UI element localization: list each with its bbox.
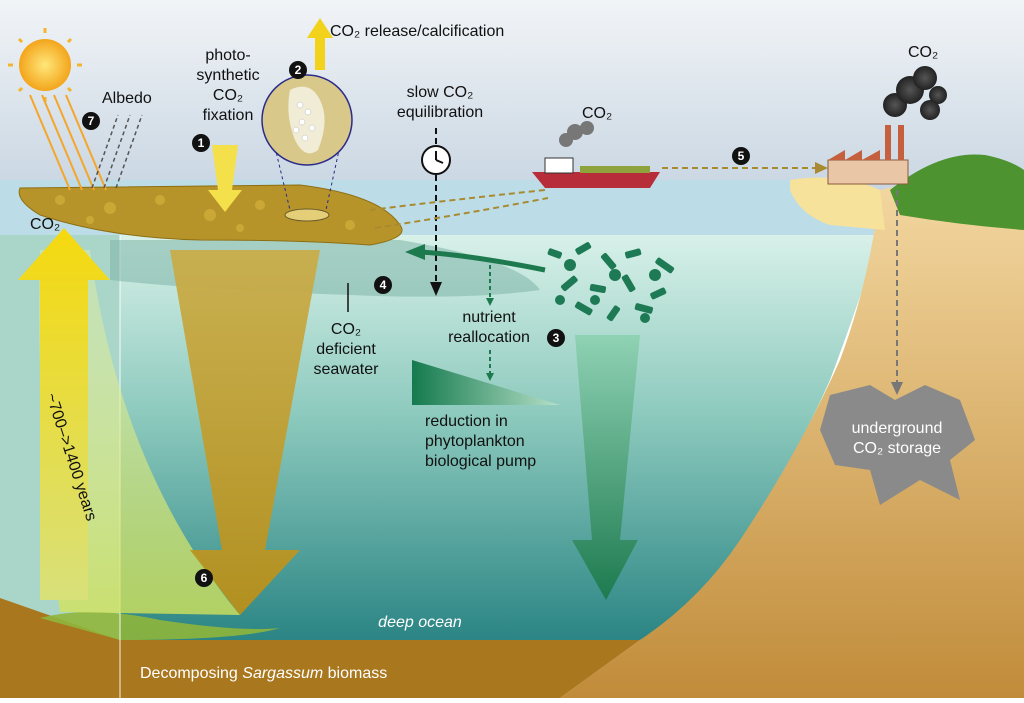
photosynthetic-label-2: synthetic	[196, 67, 259, 84]
ship-cargo	[580, 166, 650, 173]
reduction-label-3: biological pump	[425, 453, 536, 470]
nutrient-label-2: reallocation	[448, 329, 530, 346]
svg-text:4: 4	[380, 278, 387, 292]
zoom-line-left	[267, 117, 291, 211]
deficient-label-2: deficient	[316, 341, 376, 358]
storage-label-2: CO₂ storage	[853, 440, 941, 457]
svg-text:6: 6	[201, 571, 208, 585]
reduction-label-2: phytoplankton	[425, 433, 525, 450]
bottom-caption-prefix: Decomposing	[140, 665, 242, 682]
photosynthesis-arrow	[208, 145, 242, 212]
long-term-fan	[39, 250, 240, 615]
co2-return-arrow	[18, 228, 110, 600]
deficient-label-3: seawater	[314, 361, 380, 378]
factory-roof	[828, 150, 880, 160]
bottom-caption-species: Sargassum	[242, 665, 323, 682]
svg-text:2: 2	[295, 63, 302, 77]
photosynthetic-label-1: photo-	[205, 47, 250, 64]
calcifier-dots	[292, 101, 316, 142]
photosynthetic-label-3: CO₂	[213, 87, 243, 104]
co2-factory-label: CO₂	[908, 44, 938, 61]
incoming-sunlight	[29, 94, 107, 191]
phytoplankton-cluster	[547, 242, 675, 323]
zoom-line-right	[325, 117, 347, 211]
marker-2: 2	[289, 61, 307, 79]
decomposing-biomass-layer	[40, 611, 280, 640]
deficient-label-1: CO₂	[331, 321, 361, 338]
factory-smoke	[883, 66, 947, 120]
marker-7: 7	[82, 112, 100, 130]
marker-1: 1	[192, 134, 210, 152]
svg-text:7: 7	[88, 114, 95, 128]
co2-release-arrow	[307, 18, 333, 70]
harvest-arrow-2	[374, 197, 549, 229]
bottom-caption-suffix: biomass	[323, 665, 387, 682]
sample-disc	[284, 208, 330, 222]
ship-smoke	[559, 121, 594, 147]
marker-4: 4	[374, 276, 392, 294]
plankton-export-arrow	[572, 335, 640, 600]
sediment	[0, 598, 640, 698]
reduction-label-1: reduction in	[425, 413, 508, 430]
chimney-1	[885, 125, 891, 160]
slow-equilibration-label-2: equilibration	[397, 104, 483, 121]
sinking-biomass-arrow	[170, 250, 320, 615]
bottom-caption: Decomposing Sargassum biomass	[140, 665, 387, 682]
co2-left-label: CO₂	[30, 216, 60, 233]
harvest-arrow-1	[369, 189, 546, 211]
beach	[790, 177, 885, 230]
co2-release-label: CO₂ release/calcification	[330, 23, 504, 40]
factory-building	[827, 159, 909, 185]
svg-text:5: 5	[738, 149, 745, 163]
nutrient-label-1: nutrient	[462, 309, 516, 326]
equilibration-arrowhead	[430, 282, 442, 296]
marker-3: 3	[547, 329, 565, 347]
deep-ocean-label: deep ocean	[378, 614, 462, 631]
storage-label-1: underground	[852, 420, 943, 437]
ship-bridge	[544, 157, 574, 174]
ship-hull	[532, 172, 660, 188]
photosynthetic-label-4: fixation	[203, 107, 254, 124]
storage-reservoir	[820, 385, 975, 505]
albedo-label: Albedo	[102, 90, 152, 107]
slow-equilibration-label-1: slow CO₂	[407, 84, 474, 101]
marker-5: 5	[732, 147, 750, 165]
co2-ship-label: CO₂	[582, 105, 612, 122]
chimney-2	[898, 125, 904, 160]
svg-text:3: 3	[553, 331, 560, 345]
albedo-reflection	[91, 114, 143, 189]
green-hill	[890, 154, 1024, 230]
nutrient-arrow	[419, 249, 546, 273]
reduction-wedge	[412, 360, 560, 405]
ocean-water	[120, 235, 880, 640]
marker-6: 6	[195, 569, 213, 587]
sun-icon	[19, 39, 71, 91]
svg-text:1: 1	[198, 136, 205, 150]
seafloor-slope	[560, 172, 1024, 698]
